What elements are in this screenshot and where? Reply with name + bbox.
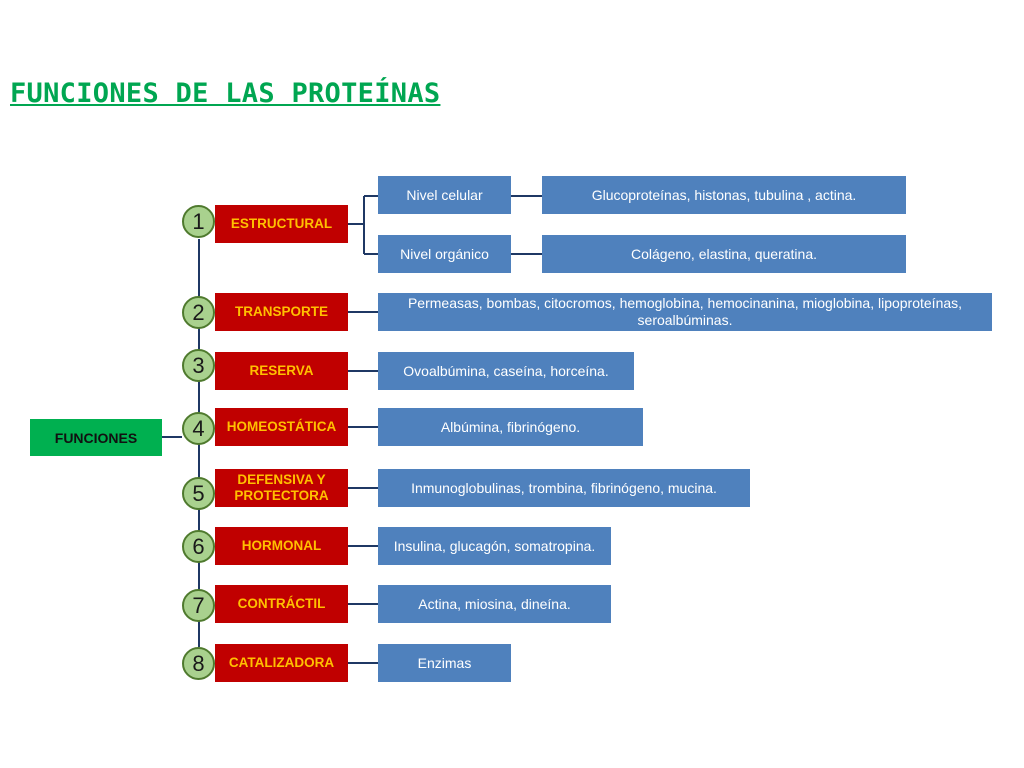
- examples-homeostatica: Albúmina, fibrinógeno.: [378, 408, 643, 446]
- examples-transporte: Permeasas, bombas, citocromos, hemoglobi…: [378, 293, 992, 331]
- number-badge-5: 5: [182, 477, 215, 510]
- number-badge-7: 7: [182, 589, 215, 622]
- function-contractil: CONTRÁCTIL: [215, 585, 348, 623]
- function-homeostatica: HOMEOSTÁTICA: [215, 408, 348, 446]
- examples-reserva: Ovoalbúmina, caseína, horceína.: [378, 352, 634, 390]
- examples-catalizadora: Enzimas: [378, 644, 511, 682]
- examples-hormonal: Insulina, glucagón, somatropina.: [378, 527, 611, 565]
- function-defensiva-protectora: DEFENSIVA Y PROTECTORA: [215, 469, 348, 507]
- examples-contractil: Actina, miosina, dineína.: [378, 585, 611, 623]
- number-badge-8: 8: [182, 647, 215, 680]
- page-title: FUNCIONES DE LAS PROTEÍNAS: [10, 78, 441, 109]
- root-node-funciones: FUNCIONES: [30, 419, 162, 456]
- number-badge-4: 4: [182, 412, 215, 445]
- sublevel-nivel-organico: Nivel orgánico: [378, 235, 511, 273]
- function-hormonal: HORMONAL: [215, 527, 348, 565]
- function-catalizadora: CATALIZADORA: [215, 644, 348, 682]
- number-badge-3: 3: [182, 349, 215, 382]
- function-estructural: ESTRUCTURAL: [215, 205, 348, 243]
- sublevel-nivel-celular: Nivel celular: [378, 176, 511, 214]
- examples-nivel-organico: Colágeno, elastina, queratina.: [542, 235, 906, 273]
- number-badge-6: 6: [182, 530, 215, 563]
- function-transporte: TRANSPORTE: [215, 293, 348, 331]
- examples-nivel-celular: Glucoproteínas, histonas, tubulina , act…: [542, 176, 906, 214]
- number-badge-2: 2: [182, 296, 215, 329]
- examples-defensiva-protectora: Inmunoglobulinas, trombina, fibrinógeno,…: [378, 469, 750, 507]
- number-badge-1: 1: [182, 205, 215, 238]
- function-reserva: RESERVA: [215, 352, 348, 390]
